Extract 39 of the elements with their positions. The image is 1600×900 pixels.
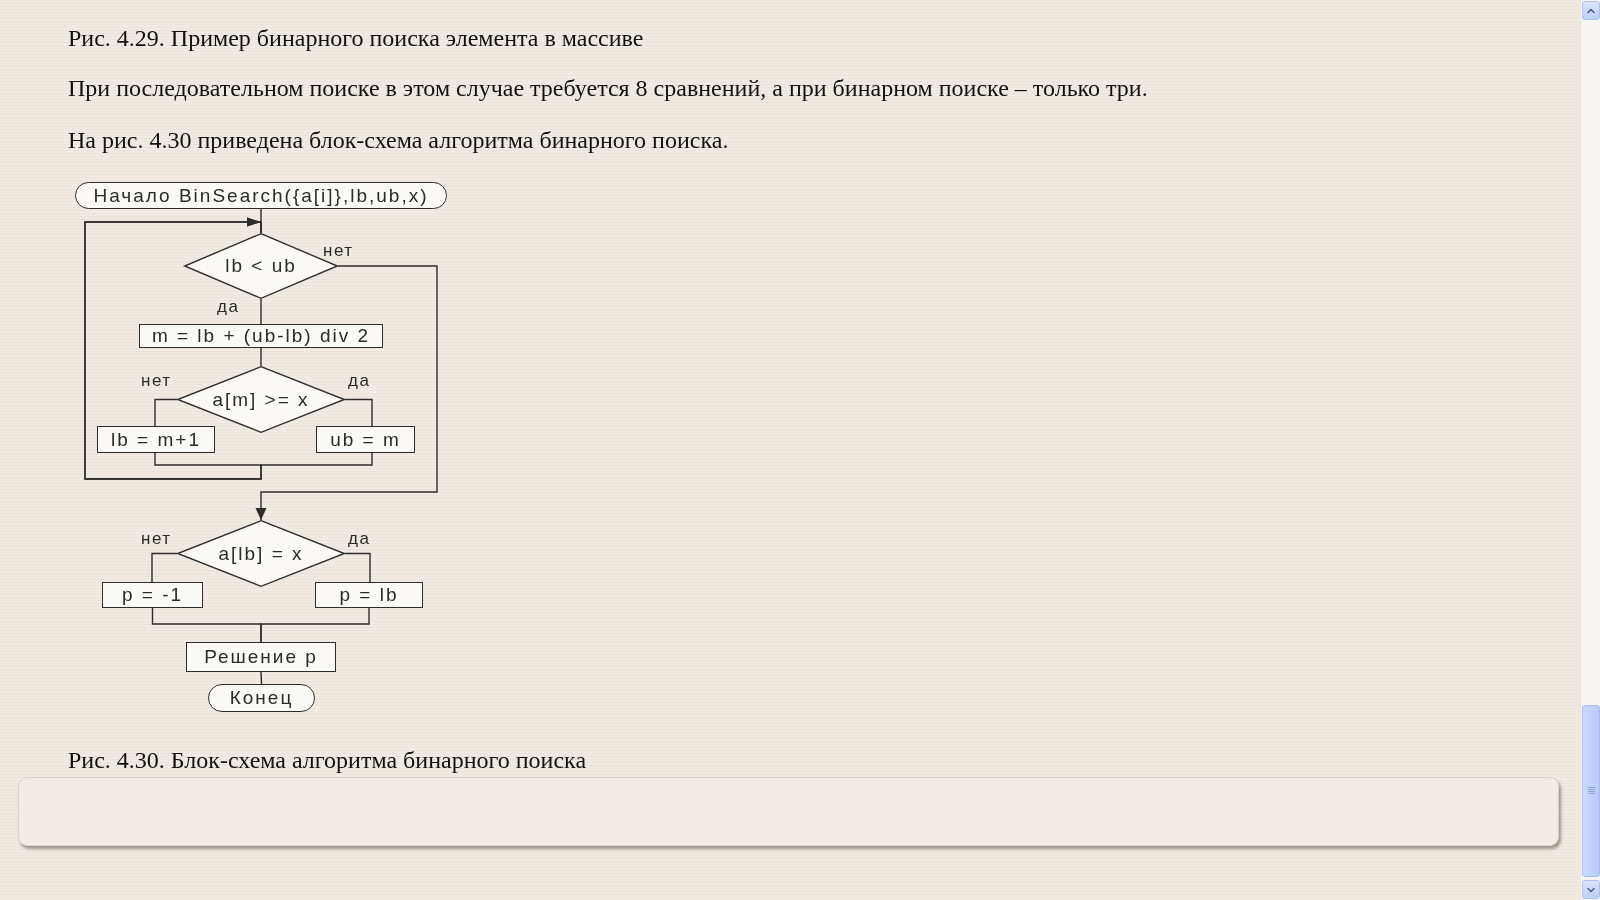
condition-text: a[m] >= x bbox=[212, 388, 310, 411]
process-box bbox=[139, 324, 383, 348]
statement-text: p = lb bbox=[339, 584, 399, 606]
statement-text: ub = m bbox=[330, 428, 401, 451]
edge-label: да bbox=[348, 529, 371, 549]
process-box bbox=[102, 582, 203, 608]
arrow bbox=[84, 217, 373, 480]
statement-text: Решение p bbox=[204, 646, 318, 668]
connector-line bbox=[154, 398, 178, 427]
paragraph-text: Рис. 4.29. Пример бинарного поиска элемента в массиве bbox=[68, 24, 644, 53]
paragraph-text: На рис. 4.30 приведена блок-схема алгоритма бинарного поиска. bbox=[68, 126, 729, 155]
decision-diamond bbox=[177, 520, 345, 587]
statement-text: m = lb + (ub-lb) div 2 bbox=[151, 325, 371, 347]
process-box bbox=[315, 582, 423, 608]
edge-label: нет bbox=[141, 529, 172, 549]
terminal-text: Начало BinSearch({a[i]},lb,ub,x) bbox=[93, 184, 429, 207]
connector-line bbox=[260, 347, 262, 367]
process-box bbox=[316, 426, 415, 453]
condition-text: lb < ub bbox=[225, 255, 297, 277]
statement-text: lb = m+1 bbox=[111, 428, 201, 451]
terminal-text: Конец bbox=[229, 687, 294, 709]
edge-label: да bbox=[348, 371, 371, 391]
connector-line bbox=[344, 552, 371, 583]
statement-text: p = -1 bbox=[121, 584, 184, 606]
condition-text: a[lb] = x bbox=[218, 542, 304, 565]
paragraph-text: При последовательном поиске в этом случае требуется 8 сравнений, а при бинарном поиске – только три. bbox=[68, 74, 1148, 103]
decision-diamond bbox=[177, 366, 345, 433]
connector-line bbox=[260, 607, 370, 643]
connector-line bbox=[344, 398, 373, 427]
edge-label: нет bbox=[141, 371, 172, 391]
connector-line bbox=[260, 298, 262, 325]
edge-label: да bbox=[217, 297, 240, 317]
process-box bbox=[97, 426, 215, 453]
figure-caption: Рис. 4.30. Блок-схема алгоритма бинарного поиска bbox=[68, 746, 587, 775]
edge-label: нет bbox=[323, 241, 354, 261]
connector-line bbox=[151, 552, 178, 583]
connector-line bbox=[260, 671, 263, 685]
arrow bbox=[255, 265, 438, 521]
process-box bbox=[186, 642, 336, 672]
